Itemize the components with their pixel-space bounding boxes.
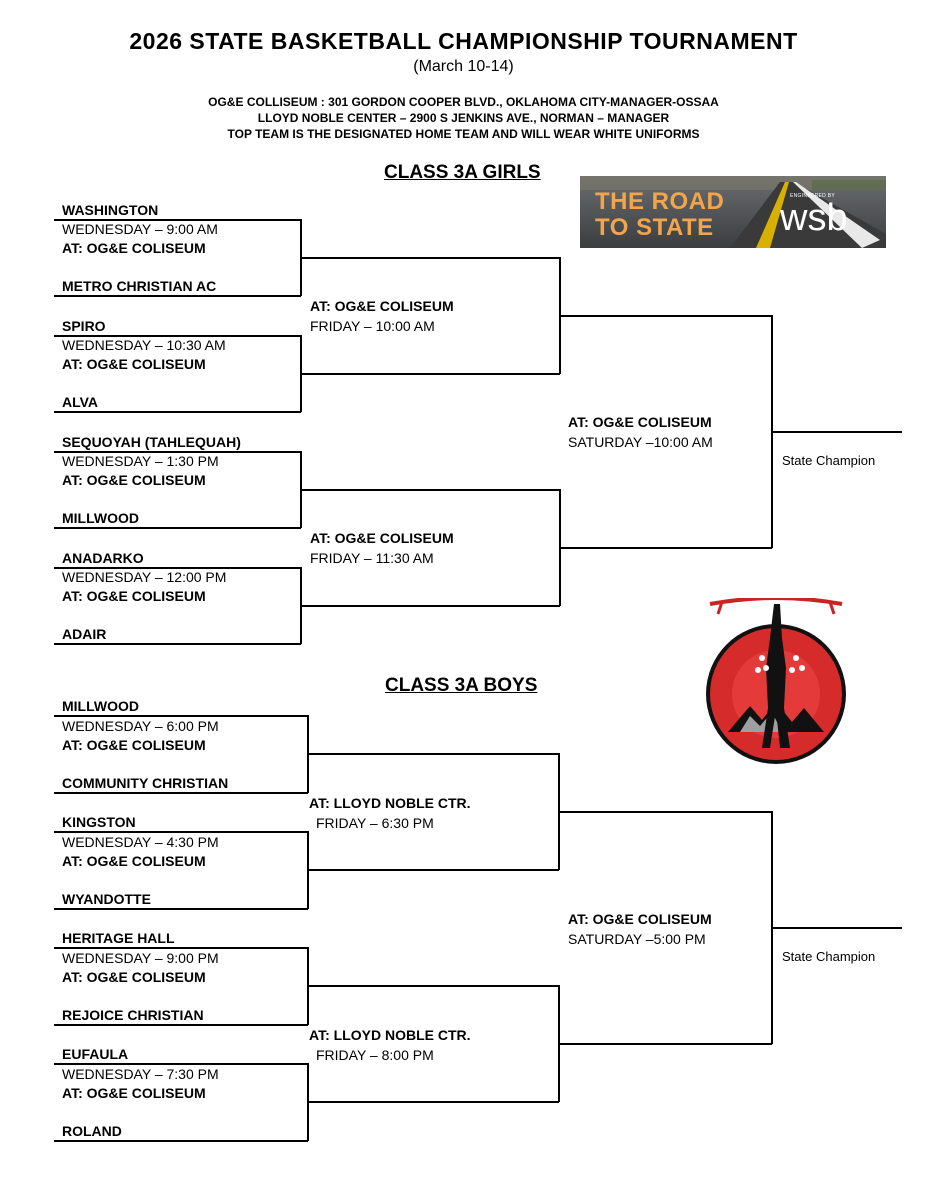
bracket-line (559, 547, 772, 549)
girls-g2-top-team: SPIRO (62, 318, 106, 334)
girls-g3-venue: AT: OG&E COLISEUM (62, 472, 206, 488)
boys-g3-venue: AT: OG&E COLISEUM (62, 969, 206, 985)
boys-semi1-time: FRIDAY – 6:30 PM (316, 815, 434, 831)
venue-info-line-2: LLOYD NOBLE CENTER – 2900 S JENKINS AVE.… (257, 111, 670, 125)
boys-semi2-time: FRIDAY – 8:00 PM (316, 1047, 434, 1063)
boys-semi2-venue: AT: LLOYD NOBLE CTR. (309, 1027, 471, 1043)
bracket-line (300, 373, 560, 375)
girls-g1-venue: AT: OG&E COLISEUM (62, 240, 206, 256)
bracket-line (54, 219, 301, 221)
girls-g4-top-team: ANADARKO (62, 550, 144, 566)
venue-info-line-1: OG&E COLLISEUM : 301 GORDON COOPER BLVD.… (208, 95, 719, 109)
boys-g3-bottom-team: REJOICE CHRISTIAN (62, 1007, 204, 1023)
bracket-line (54, 792, 308, 794)
bracket-line (300, 605, 560, 607)
girls-g2-venue: AT: OG&E COLISEUM (62, 356, 206, 372)
banner-brand: wsb (780, 197, 848, 239)
boys-g3-time: WEDNESDAY – 9:00 PM (62, 950, 219, 966)
bracket-line (54, 527, 301, 529)
boys-g1-time: WEDNESDAY – 6:00 PM (62, 718, 219, 734)
bracket-line (54, 567, 301, 569)
girls-g3-time: WEDNESDAY – 1:30 PM (62, 453, 219, 469)
girls-class-heading: CLASS 3A GIRLS (384, 162, 541, 183)
girls-g2-bottom-team: ALVA (62, 394, 99, 410)
girls-g4-bottom-team: ADAIR (62, 626, 107, 642)
boys-semi1-venue: AT: LLOYD NOBLE CTR. (309, 795, 471, 811)
boys-g4-top-team: EUFAULA (62, 1046, 129, 1062)
boys-g1-bottom-team: COMMUNITY CHRISTIAN (62, 775, 229, 791)
bracket-line (54, 335, 301, 337)
bracket-line (54, 908, 308, 910)
bracket-line (54, 451, 301, 453)
boys-class-heading: CLASS 3A BOYS (385, 675, 538, 696)
ossaa-logo (700, 596, 852, 768)
bracket-line (300, 257, 560, 259)
girls-g4-venue: AT: OG&E COLISEUM (62, 588, 206, 604)
girls-semi2-venue: AT: OG&E COLISEUM (310, 530, 454, 546)
uniform-note: TOP TEAM IS THE DESIGNATED HOME TEAM AND… (227, 127, 700, 141)
page-title: 2026 STATE BASKETBALL CHAMPIONSHIP TOURN… (129, 28, 798, 54)
bracket-line (54, 947, 308, 949)
girls-semi1-time: FRIDAY – 10:00 AM (310, 318, 435, 334)
boys-g2-venue: AT: OG&E COLISEUM (62, 853, 206, 869)
boys-g1-top-team: MILLWOOD (62, 698, 139, 714)
boys-g4-venue: AT: OG&E COLISEUM (62, 1085, 206, 1101)
boys-g2-bottom-team: WYANDOTTE (62, 891, 151, 907)
road-banner-image (580, 176, 886, 248)
girls-final-venue: AT: OG&E COLISEUM (568, 414, 712, 430)
boys-g2-time: WEDNESDAY – 4:30 PM (62, 834, 219, 850)
bracket-line (771, 431, 902, 433)
bracket-line (54, 1024, 308, 1026)
girls-g3-bottom-team: MILLWOOD (62, 510, 139, 526)
banner-line-2: TO STATE (595, 214, 714, 241)
bracket-line (307, 985, 559, 987)
bracket-line (54, 1063, 308, 1065)
bracket-line (558, 1043, 772, 1045)
boys-champion-label: State Champion (782, 949, 876, 964)
girls-champion-label: State Champion (782, 453, 876, 468)
bracket-line (54, 295, 301, 297)
road-to-state-banner: THE ROAD TO STATE ENGINEERED BY wsb (580, 176, 886, 248)
girls-g1-top-team: WASHINGTON (62, 202, 159, 218)
bracket-line (300, 489, 560, 491)
bracket-line (307, 753, 559, 755)
boys-final-venue: AT: OG&E COLISEUM (568, 911, 712, 927)
tournament-dates: (March 10-14) (413, 58, 514, 75)
girls-g1-bottom-team: METRO CHRISTIAN AC (62, 278, 217, 294)
bracket-line (307, 869, 559, 871)
girls-semi2-time: FRIDAY – 11:30 AM (310, 550, 434, 566)
boys-g1-venue: AT: OG&E COLISEUM (62, 737, 206, 753)
banner-engineered-by: ENGINEERED BY (790, 193, 836, 199)
bracket-line (54, 1140, 308, 1142)
boys-g2-top-team: KINGSTON (62, 814, 136, 830)
girls-g1-time: WEDNESDAY – 9:00 AM (62, 221, 218, 237)
bracket-line (559, 315, 772, 317)
bracket-line (558, 811, 772, 813)
bracket-line (54, 715, 308, 717)
bracket-line (307, 1101, 559, 1103)
girls-g3-top-team: SEQUOYAH (TAHLEQUAH) (62, 434, 241, 450)
girls-g4-time: WEDNESDAY – 12:00 PM (62, 569, 227, 585)
girls-semi1-venue: AT: OG&E COLISEUM (310, 298, 454, 314)
banner-line-1: THE ROAD (595, 188, 725, 215)
bracket-line (771, 927, 902, 929)
boys-final-time: SATURDAY –5:00 PM (568, 931, 706, 947)
girls-g2-time: WEDNESDAY – 10:30 AM (62, 337, 226, 353)
bracket-line (54, 831, 308, 833)
ossaa-seal-icon (706, 596, 846, 764)
boys-g4-time: WEDNESDAY – 7:30 PM (62, 1066, 219, 1082)
bracket-line (54, 643, 301, 645)
boys-g4-bottom-team: ROLAND (62, 1123, 122, 1139)
boys-g3-top-team: HERITAGE HALL (62, 930, 175, 946)
bracket-line (54, 411, 301, 413)
girls-final-time: SATURDAY –10:00 AM (568, 434, 713, 450)
